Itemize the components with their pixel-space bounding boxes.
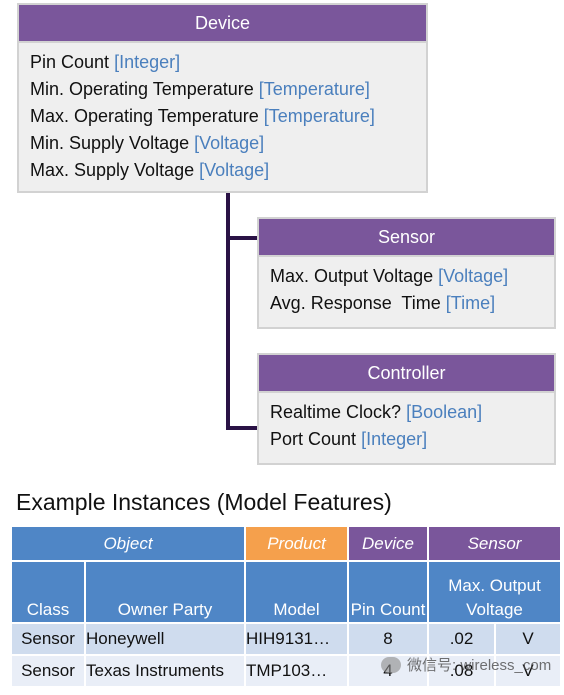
cell-owner: Honeywell <box>83 622 247 656</box>
col-owner-party: Owner Party <box>83 560 247 624</box>
device-class-title: Device <box>19 5 426 43</box>
cell-voltage-unit: V <box>494 654 563 688</box>
attribute-row: Realtime Clock? [Boolean] <box>270 399 544 426</box>
attribute-row: Avg. Response Time [Time] <box>270 290 544 317</box>
attribute-name: Max. Output Voltage <box>270 266 434 286</box>
column-header-row: Class Owner Party Model Pin Count Max. O… <box>10 560 563 624</box>
cell-voltage-value: .02 <box>427 622 497 656</box>
group-sensor: Sensor <box>427 525 563 562</box>
attribute-row: Max. Output Voltage [Voltage] <box>270 263 544 290</box>
connector-trunk <box>226 192 230 430</box>
sensor-class-title: Sensor <box>259 219 554 257</box>
attribute-row: Pin Count [Integer] <box>30 49 416 76</box>
device-class-box: Device Pin Count [Integer] Min. Operatin… <box>17 3 428 193</box>
controller-class-title: Controller <box>259 355 554 393</box>
attribute-row: Max. Supply Voltage [Voltage] <box>30 157 416 184</box>
attribute-name: Min. Operating Temperature <box>30 79 254 99</box>
cell-owner: Texas Instruments <box>83 654 247 688</box>
cell-voltage-unit: V <box>494 622 563 656</box>
group-object: Object <box>9 525 247 562</box>
cell-model: HIH9131… <box>244 622 350 656</box>
attribute-type: [Voltage] <box>199 160 270 180</box>
attribute-name: Avg. Response Time <box>270 293 441 313</box>
cell-voltage-value: .08 <box>427 654 497 688</box>
cell-pin-count: 8 <box>347 622 430 656</box>
table-row: Sensor Texas Instruments TMP103… 4 .08 V <box>10 654 563 688</box>
watermark-text: 微信号: wireless_com <box>407 657 552 674</box>
cell-class: Sensor <box>10 622 86 656</box>
group-header-row: Object Product Device Sensor <box>9 525 563 562</box>
attribute-row: Max. Operating Temperature [Temperature] <box>30 103 416 130</box>
attribute-name: Max. Operating Temperature <box>30 106 259 126</box>
attribute-name: Min. Supply Voltage <box>30 133 190 153</box>
attribute-type: [Time] <box>445 293 496 313</box>
col-class: Class <box>10 560 86 624</box>
col-pin-count: Pin Count <box>347 560 430 624</box>
col-model: Model <box>244 560 350 624</box>
wechat-icon <box>381 656 401 673</box>
attribute-type: [Integer] <box>361 429 428 449</box>
attribute-type: [Temperature] <box>258 79 370 99</box>
col-max-output-voltage: Max. Output Voltage <box>427 560 563 624</box>
instances-table: Object Product Device Sensor Class Owner… <box>9 525 563 688</box>
group-device: Device <box>347 525 430 562</box>
sensor-class-box: Sensor Max. Output Voltage [Voltage] Avg… <box>257 217 556 329</box>
cell-model: TMP103… <box>244 654 350 688</box>
connector-branch-controller <box>226 426 258 430</box>
sensor-attribute-list: Max. Output Voltage [Voltage] Avg. Respo… <box>259 257 554 321</box>
group-product: Product <box>244 525 350 562</box>
attribute-type: [Boolean] <box>406 402 483 422</box>
attribute-name: Max. Supply Voltage <box>30 160 195 180</box>
attribute-type: [Voltage] <box>438 266 509 286</box>
attribute-type: [Integer] <box>114 52 181 72</box>
cell-class: Sensor <box>10 654 86 688</box>
attribute-name: Realtime Clock? <box>270 402 402 422</box>
controller-class-box: Controller Realtime Clock? [Boolean] Por… <box>257 353 556 465</box>
attribute-name: Port Count <box>270 429 357 449</box>
device-attribute-list: Pin Count [Integer] Min. Operating Tempe… <box>19 43 426 188</box>
attribute-type: [Temperature] <box>263 106 375 126</box>
attribute-name: Pin Count <box>30 52 110 72</box>
attribute-row: Port Count [Integer] <box>270 426 544 453</box>
table-row: Sensor Honeywell HIH9131… 8 .02 V <box>10 622 563 656</box>
attribute-row: Min. Supply Voltage [Voltage] <box>30 130 416 157</box>
instances-title: Example Instances (Model Features) <box>16 489 392 515</box>
attribute-row: Min. Operating Temperature [Temperature] <box>30 76 416 103</box>
controller-attribute-list: Realtime Clock? [Boolean] Port Count [In… <box>259 393 554 457</box>
connector-branch-sensor <box>226 236 258 240</box>
watermark: 微信号: wireless_com <box>381 654 551 675</box>
attribute-type: [Voltage] <box>194 133 265 153</box>
